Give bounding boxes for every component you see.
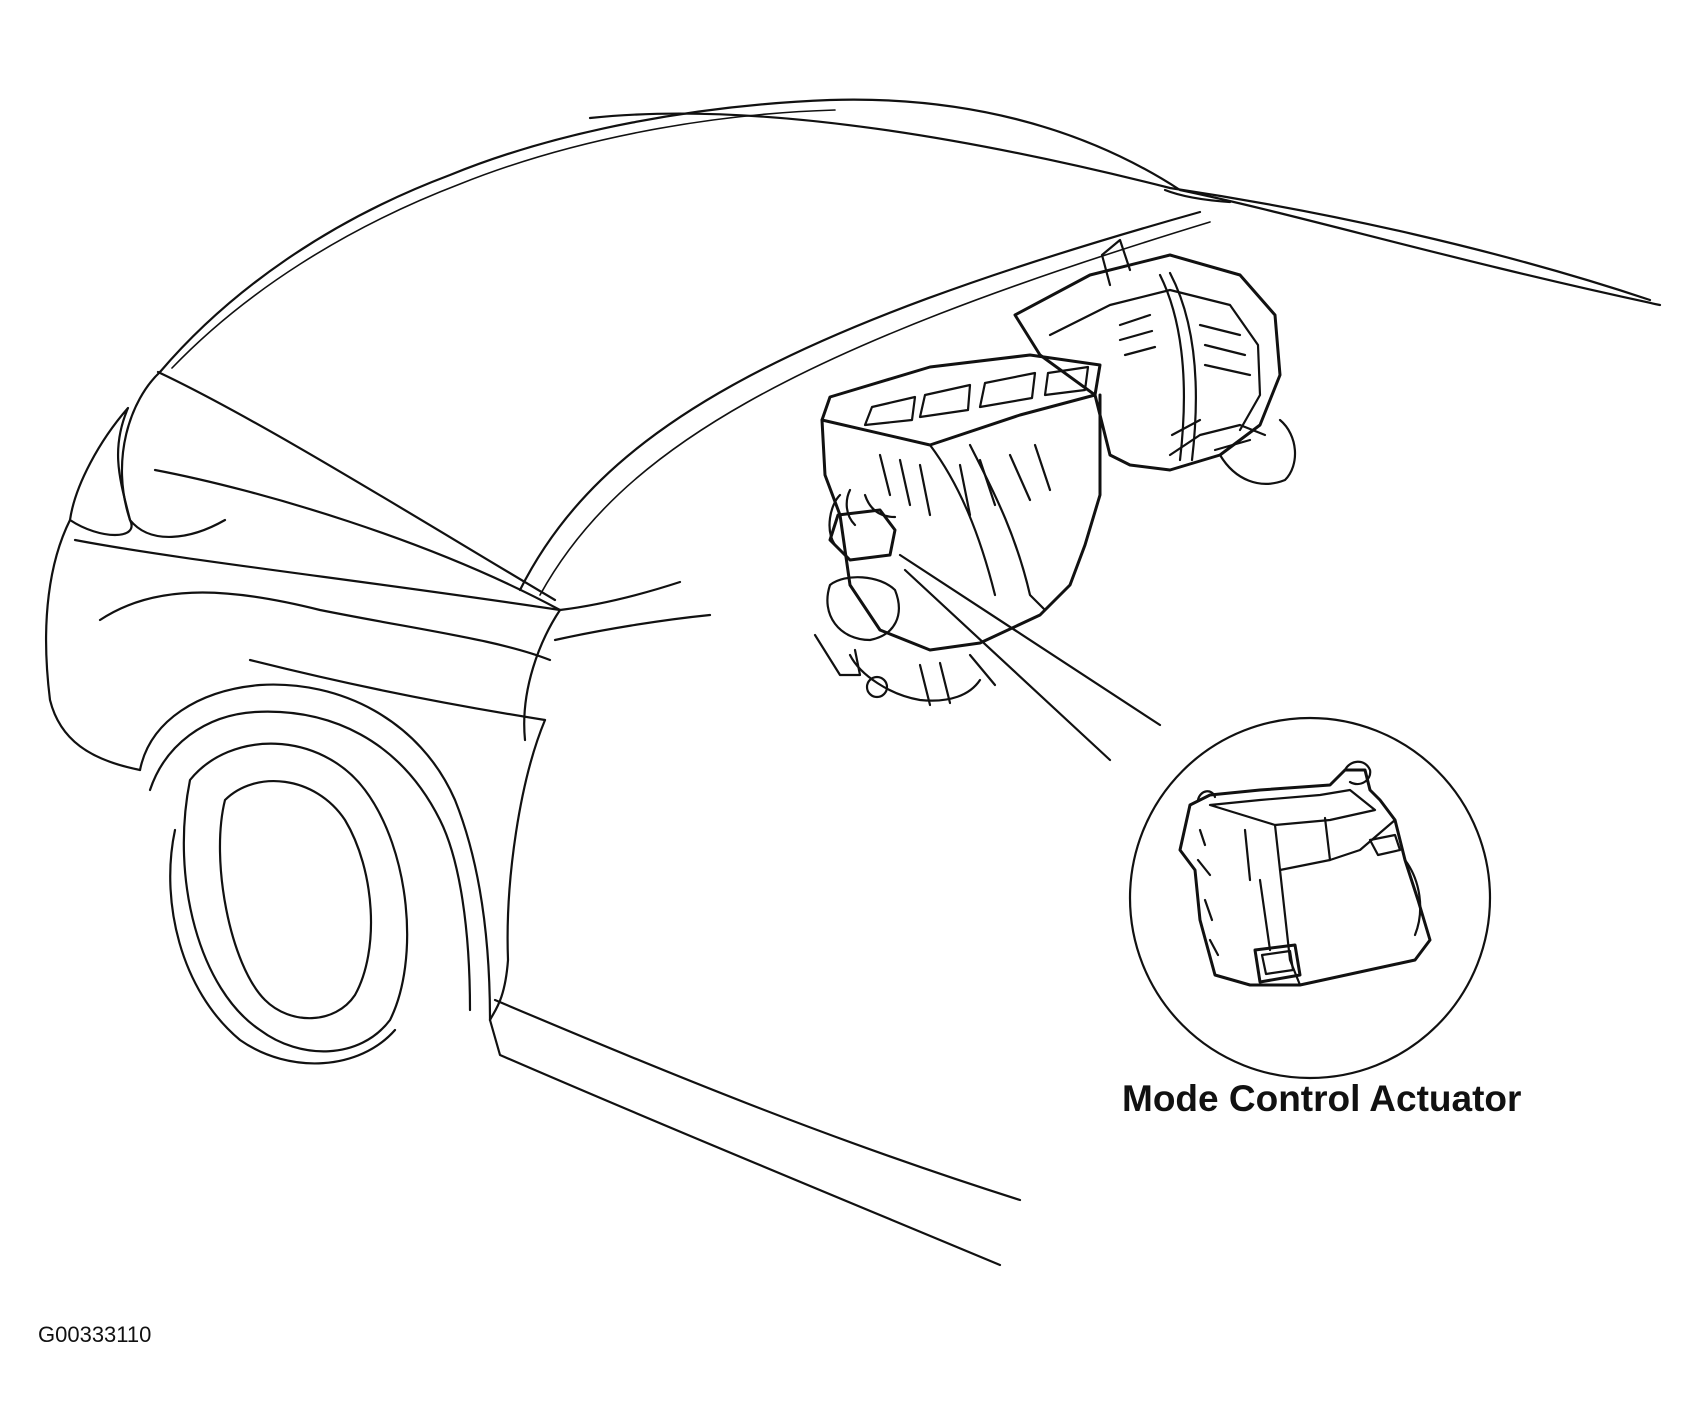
headlamp-outline — [68, 406, 133, 537]
bumper-upper — [44, 518, 142, 772]
blower-top-tab — [1100, 238, 1132, 287]
bumper-lower — [98, 591, 552, 662]
tire-outer — [182, 742, 409, 1053]
cowl-line — [1163, 188, 1232, 204]
hvac-main-body — [820, 393, 1102, 652]
hvac-top-frame — [820, 353, 1102, 447]
hood-top-line — [158, 98, 1662, 374]
hvac-lower-housing — [848, 653, 982, 702]
blower-housing-inner — [1048, 288, 1262, 432]
wheel-arch-inner — [148, 710, 472, 1012]
tire-rim — [218, 780, 373, 1020]
actuator-connector-box — [1253, 943, 1302, 984]
actuator-top-tab — [1343, 760, 1372, 786]
blower-band — [1158, 273, 1186, 462]
hood-top-line-inner — [171, 109, 836, 369]
mode-control-actuator-detail — [1178, 760, 1432, 987]
fender-to-apillar — [558, 580, 682, 612]
hvac-top-opening-3 — [978, 371, 1037, 409]
callout-leader — [898, 553, 1162, 762]
vehicle-body — [44, 98, 1662, 1267]
hvac-lower-motor — [826, 576, 900, 642]
a-pillar-line — [553, 613, 712, 642]
blower-front-grille — [1168, 418, 1267, 457]
actuator-side-panel — [1328, 818, 1397, 862]
actuator-top-face — [1208, 788, 1377, 827]
tire-tread-line — [169, 828, 397, 1065]
actuator-mount-left — [1196, 790, 1217, 802]
callout-circle — [1128, 716, 1492, 1080]
hvac-top-opening-2 — [918, 383, 972, 419]
fender-crease — [248, 658, 547, 722]
wheel-arch-outer — [138, 683, 492, 1022]
hood-lower-curve — [518, 210, 1202, 592]
hvac-top-opening-4 — [1043, 365, 1090, 397]
actuator-front-step — [1273, 816, 1332, 872]
rocker-panel-top — [488, 1018, 1002, 1267]
hvac-top-opening-1 — [863, 395, 917, 427]
hvac-unit — [813, 238, 1297, 707]
hvac-body-ribs-2 — [878, 443, 1052, 517]
leader-line-upper — [898, 553, 1162, 727]
door-front-line — [488, 718, 547, 1022]
blower-housing — [1013, 253, 1282, 472]
blower-band-2 — [1168, 271, 1197, 462]
bumper-crease — [73, 538, 562, 612]
fender-front-edge — [523, 608, 562, 742]
actuator-drive-gear — [1403, 858, 1422, 937]
figure-id: G00333110 — [38, 1322, 152, 1347]
hvac-bolt — [865, 675, 889, 699]
hvac-body-ribs-1 — [928, 443, 997, 597]
hvac-lower-pipes — [918, 653, 997, 707]
actuator-connector-inner — [1260, 949, 1295, 976]
actuator-wiring — [828, 488, 897, 547]
callout-magnifier — [1128, 716, 1492, 1080]
actuator-ribbing — [1196, 828, 1272, 957]
callout-label: Mode Control Actuator — [1122, 1078, 1522, 1119]
actuator-body-outline — [1178, 768, 1432, 987]
hood-lower-curve-inner — [539, 221, 1211, 596]
blower-motor-bottom — [1218, 418, 1297, 485]
hood-side-line — [156, 370, 557, 602]
hvac-lower-bracket — [813, 633, 862, 677]
hvac-strap — [968, 443, 1047, 612]
mode-actuator-small — [828, 508, 897, 562]
rocker-panel-bottom — [493, 998, 1022, 1202]
leader-line-lower — [903, 568, 1112, 762]
grille-line — [153, 468, 562, 612]
actuator-connector-slot — [1368, 833, 1402, 857]
windshield-line — [588, 112, 1652, 302]
blower-vents — [1118, 313, 1252, 377]
